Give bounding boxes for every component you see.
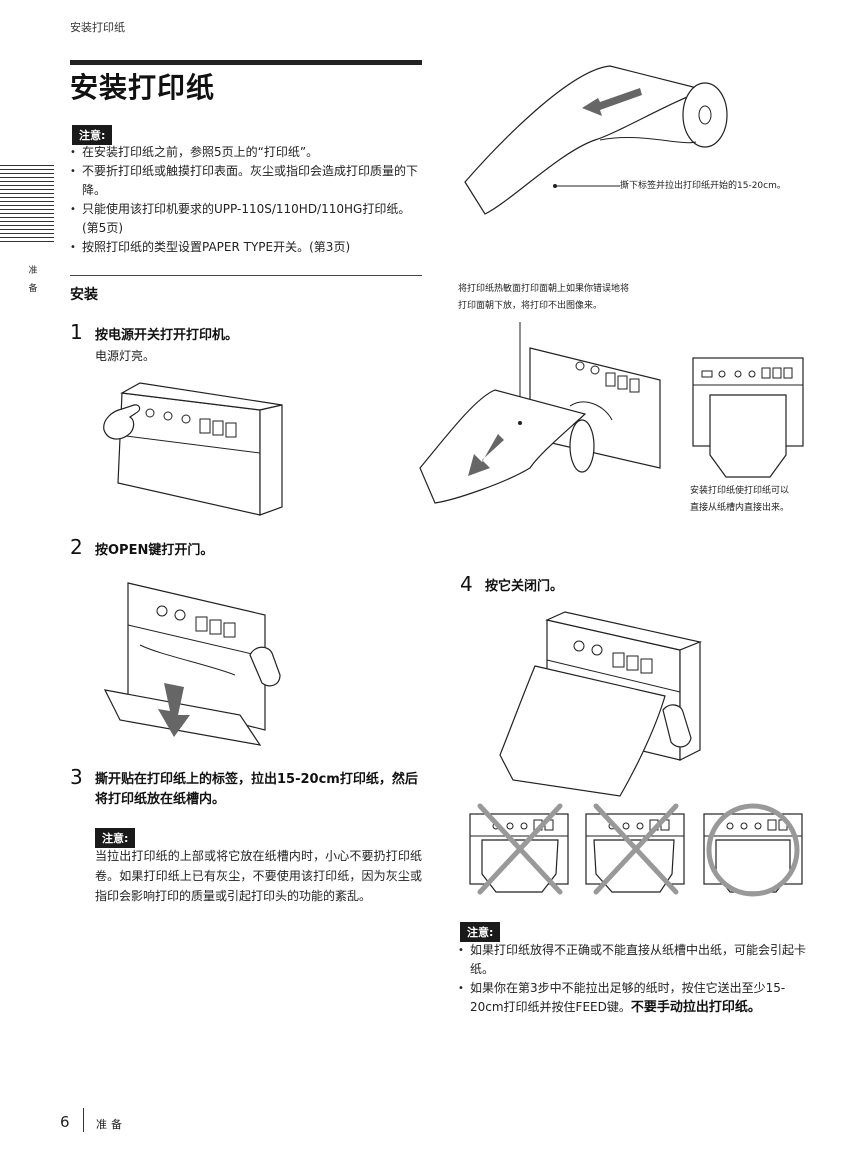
wrong-position-right [585,803,685,895]
paper-roll-illustration [464,65,728,215]
callout-slot-line-1: 安装打印纸使打印纸可以 [690,486,790,496]
running-header: 安装打印纸 [70,21,125,34]
emphasis-text: 不要手动拉出打印纸。 [630,1000,761,1015]
printer-power-illustration [103,382,283,516]
step-3-note: 当拉出打印纸的上部或将它放在纸槽内时，小心不要扔打印纸卷。如果打印纸上已有灰尘，… [95,849,422,903]
paper-slot-front-view [692,357,804,478]
step-2-number: 2 [70,535,83,559]
footer-rule [83,1108,84,1132]
step-4-text: 按它关闭门。 [485,579,564,594]
footer-section: 准备 [96,1118,126,1131]
notes-badge: 注意: [72,125,113,145]
correct-position [703,803,803,897]
callout-print-face-line-1: 将打印纸热敏面打印面朝上如果你错误地将 [458,284,630,294]
list-item: 只能使用该打印机要求的UPP-110S/110HD/110HG打印纸。(第5页) [70,200,422,238]
callout-print-face-line-2: 打印面朝下放，将打印不出图像来。 [458,301,603,311]
callout-roll: 撕下标签并拉出打印纸开始的15-20cm。 [620,181,786,191]
list-item: 如果打印纸放得不正确或不能直接从纸槽中出纸，可能会引起卡纸。 [458,941,813,979]
step-3-note-badge: 注意: [95,827,136,848]
side-tab-label: 准备 [28,266,38,294]
section-title: 安装 [70,287,98,303]
page-title: 安装打印纸 [70,71,216,104]
step-1-sub: 电源灯亮。 [95,349,156,363]
wrong-position-left [469,803,569,895]
paper-position-comparison [469,803,803,897]
step-3-text: 撕开贴在打印纸上的标签，拉出15-20cm打印纸，然后将打印纸放在纸槽内。 [95,772,418,807]
step-1-number: 1 [70,320,83,344]
top-notes-badge: 注意: [72,124,113,145]
step-1-text: 按电源开关打开打印机。 [95,328,239,343]
paper-loading-illustration [419,322,661,504]
list-item: 如果你在第3步中不能拉出足够的纸时，按住它送出至少15-20cm打印纸并按住FE… [458,979,813,1017]
bottom-notes-list: 如果打印纸放得不正确或不能直接从纸槽中出纸，可能会引起卡纸。 如果你在第3步中不… [458,941,813,1017]
notes-badge: 注意: [460,922,501,942]
callout-slot-line-2: 直接从纸槽内直接出来。 [690,503,790,513]
chapter-side-tab [0,165,54,243]
step-3-number: 3 [70,765,83,789]
section-rule [70,275,422,276]
list-item: 不要折打印纸或触摸打印表面。灰尘或指印会造成打印质量的下降。 [70,162,422,200]
notes-badge: 注意: [95,828,136,848]
step-4-number: 4 [460,572,473,596]
printer-close-door-illustration [499,611,703,797]
printer-open-door-illustration [103,582,281,746]
page-number: 6 [60,1113,70,1131]
list-item: 按照打印纸的类型设置PAPER TYPE开关。(第3页) [70,238,422,257]
list-item: 在安装打印纸之前，参照5页上的“打印纸”。 [70,143,422,162]
bottom-notes-badge: 注意: [460,921,501,942]
title-rule [70,60,422,65]
list-item-text: 如果你在第3步中不能拉出足够的纸时，按住它送出至少15-20cm打印纸并按住FE… [470,981,786,1014]
top-notes-list: 在安装打印纸之前，参照5页上的“打印纸”。 不要折打印纸或触摸打印表面。灰尘或指… [70,143,422,257]
step-2-text: 按OPEN键打开门。 [95,543,214,558]
